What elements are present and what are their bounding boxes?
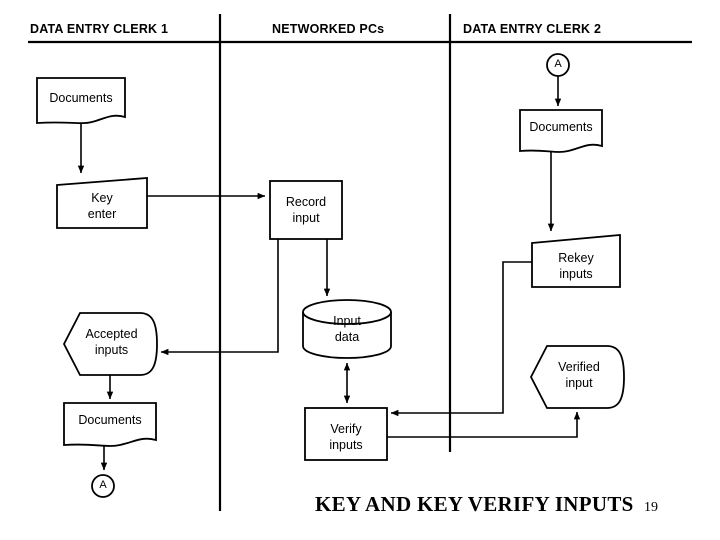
edge-verify-to-verified xyxy=(387,411,581,438)
node-label-connector-a-top: A xyxy=(554,58,562,70)
lane-header-clerk2: DATA ENTRY CLERK 2 xyxy=(463,22,602,36)
slide-title: KEY AND KEY VERIFY INPUTS xyxy=(315,492,634,516)
node-verify-inputs[interactable] xyxy=(304,407,388,461)
edge-rekey-to-verify xyxy=(390,261,532,417)
edge-record-to-accepted xyxy=(160,239,279,356)
node-doc-bottom-left[interactable] xyxy=(63,402,157,447)
node-record-input[interactable] xyxy=(269,180,343,240)
node-doc-top-left[interactable] xyxy=(36,77,126,125)
node-doc-right[interactable] xyxy=(519,109,603,153)
lane-header-clerk1: DATA ENTRY CLERK 1 xyxy=(30,22,169,36)
node-accepted-inputs[interactable] xyxy=(62,312,158,376)
node-connector-a-bottom[interactable] xyxy=(91,474,115,498)
node-input-data[interactable] xyxy=(302,299,392,359)
node-key-enter[interactable] xyxy=(56,177,148,229)
node-rekey-inputs[interactable] xyxy=(531,234,621,288)
node-verified-input[interactable] xyxy=(529,345,625,409)
node-label-connector-a-bottom: A xyxy=(99,479,107,491)
lane-header-networked-pcs: NETWORKED PCs xyxy=(272,22,385,36)
page-number: 19 xyxy=(644,500,658,515)
